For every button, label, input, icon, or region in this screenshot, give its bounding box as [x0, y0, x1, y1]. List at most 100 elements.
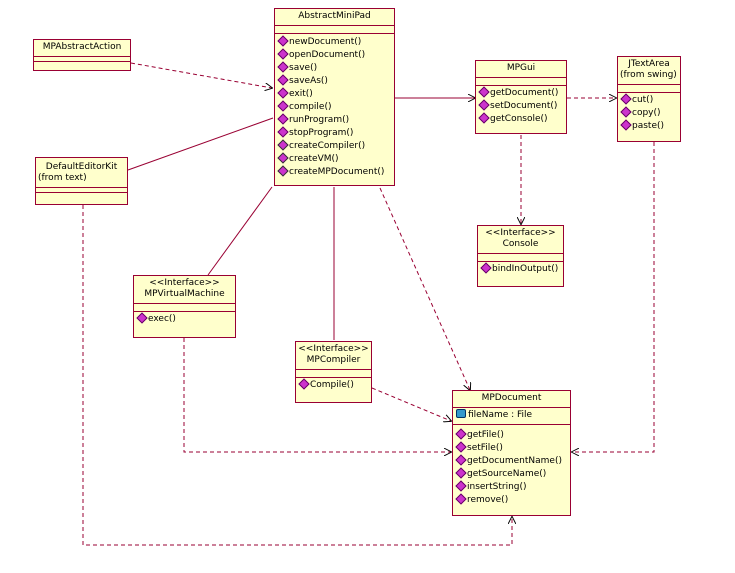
operation-label: setDocument()	[490, 101, 558, 111]
operation-label: getDocument()	[490, 88, 559, 98]
assoc-minipad-editorkit	[127, 117, 274, 171]
operations-section: cut() copy() paste()	[618, 92, 680, 135]
attributes-section	[618, 85, 680, 93]
diamond-operation-icon	[480, 261, 492, 274]
diamond-operation-icon	[277, 73, 289, 86]
diamond-operation-icon	[620, 118, 632, 131]
operation-label: exit()	[289, 89, 313, 99]
operation-label: createCompiler()	[289, 141, 366, 151]
attributes-section	[134, 304, 235, 312]
operation-label: createVM()	[289, 154, 339, 164]
operation-row: getFile()	[455, 427, 567, 442]
operation-label: compile()	[289, 102, 332, 112]
interface-mp-compiler[interactable]: <<Interface>> MPCompiler Compile()	[295, 341, 372, 403]
operation-row: copy()	[620, 105, 677, 120]
dep-minipad-document	[379, 187, 470, 390]
operation-label: runProgram()	[289, 115, 350, 125]
diamond-operation-icon	[455, 492, 467, 505]
class-stereotype: <<Interface>>	[485, 228, 556, 238]
operations-section: exec()	[134, 311, 235, 328]
operation-label: paste()	[632, 121, 665, 131]
class-name: MPAbstractAction	[34, 40, 130, 57]
operation-row: createVM()	[277, 151, 391, 166]
dep-editorkit-document	[82, 205, 512, 546]
diamond-operation-icon	[277, 99, 289, 112]
diamond-operation-icon	[455, 466, 467, 479]
class-name: MPGui	[476, 61, 566, 78]
operation-row: getConsole()	[478, 111, 563, 126]
class-stereotype: <<Interface>>	[298, 344, 369, 354]
operation-row: getDocumentName()	[455, 453, 567, 468]
diamond-operation-icon	[478, 98, 490, 111]
class-header: <<Interface>> MPVirtualMachine	[134, 276, 235, 304]
class-stereotype: <<Interface>>	[149, 278, 220, 288]
diamond-operation-icon	[277, 125, 289, 138]
operation-label: newDocument()	[289, 37, 362, 47]
diamond-operation-icon	[455, 427, 467, 440]
operation-row: setFile()	[455, 440, 567, 455]
operation-row: setDocument()	[478, 98, 563, 113]
operation-label: exec()	[148, 314, 176, 324]
diamond-operation-icon	[277, 86, 289, 99]
operation-label: copy()	[632, 108, 661, 118]
class-abstract-mini-pad[interactable]: AbstractMiniPad newDocument() openDocume…	[274, 8, 395, 186]
diamond-operation-icon	[478, 85, 490, 98]
interface-console[interactable]: <<Interface>> Console bindInOutput()	[477, 225, 564, 287]
attribute-icon	[456, 409, 466, 418]
operation-label: saveAs()	[289, 76, 328, 86]
operation-label: getSourceName()	[467, 469, 547, 479]
class-package: (from swing)	[620, 70, 677, 80]
operation-label: remove()	[467, 495, 509, 505]
diamond-operation-icon	[277, 34, 289, 47]
operation-row: cut()	[620, 92, 677, 107]
operation-row: exec()	[136, 311, 232, 326]
operation-row: createCompiler()	[277, 138, 391, 153]
attributes-section: fileName : File	[453, 408, 570, 425]
operation-row: exit()	[277, 86, 391, 101]
operation-row: saveAs()	[277, 73, 391, 88]
attributes-section	[476, 78, 566, 86]
class-jtext-area[interactable]: JTextArea (from swing) cut() copy() past…	[617, 56, 681, 142]
diamond-operation-icon	[478, 111, 490, 124]
operation-row: getDocument()	[478, 85, 563, 100]
diamond-operation-icon	[620, 105, 632, 118]
interface-mp-virtual-machine[interactable]: <<Interface>> MPVirtualMachine exec()	[133, 275, 236, 338]
dep-jtextarea-document	[572, 142, 655, 452]
attribute-row: fileName : File	[456, 409, 567, 422]
abstract-operation-icon	[277, 151, 289, 164]
class-mp-document[interactable]: MPDocument fileName : File getFile() set…	[452, 390, 571, 516]
operation-row: insertString()	[455, 479, 567, 494]
dep-vm-document	[183, 338, 451, 452]
diamond-operation-icon	[620, 92, 632, 105]
class-name: MPVirtualMachine	[144, 289, 225, 299]
diamond-operation-icon	[455, 453, 467, 466]
operation-label: save()	[289, 63, 318, 73]
diamond-operation-icon	[136, 311, 148, 324]
operation-row: createMPDocument()	[277, 164, 391, 179]
class-name: JTextArea	[628, 59, 670, 69]
operation-label: getConsole()	[490, 114, 548, 124]
dep-compiler-document	[371, 387, 451, 421]
class-header: <<Interface>> Console	[478, 226, 563, 254]
operation-label: insertString()	[467, 482, 527, 492]
attributes-section	[478, 254, 563, 262]
diamond-operation-icon	[455, 440, 467, 453]
operation-label: cut()	[632, 95, 654, 105]
operation-label: stopProgram()	[289, 128, 354, 138]
operation-row: getSourceName()	[455, 466, 567, 481]
operation-row: paste()	[620, 118, 677, 133]
attribute-label: fileName : File	[468, 410, 533, 420]
dep-action-minipad	[130, 62, 272, 88]
attributes-section	[34, 57, 130, 62]
class-default-editor-kit[interactable]: DefaultEditorKit (from text)	[35, 157, 128, 205]
operation-label: openDocument()	[289, 50, 366, 60]
class-name: MPDocument	[453, 391, 570, 408]
class-header: <<Interface>> MPCompiler	[296, 342, 371, 370]
operation-label: getFile()	[467, 430, 504, 440]
operations-section: getFile() setFile() getDocumentName() ge…	[453, 425, 570, 509]
class-package: (from text)	[38, 173, 87, 183]
operations-section: getDocument() setDocument() getConsole()	[476, 85, 566, 128]
class-mp-abstract-action[interactable]: MPAbstractAction	[33, 39, 131, 71]
class-mp-gui[interactable]: MPGui getDocument() setDocument() getCon…	[475, 60, 567, 134]
